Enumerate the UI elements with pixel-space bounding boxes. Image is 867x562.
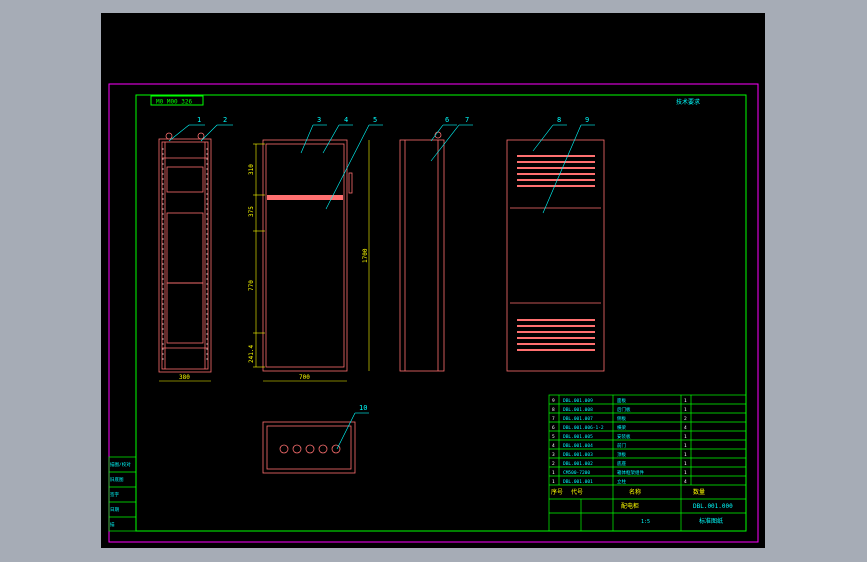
side-panel-view (399, 131, 445, 372)
title-drawing-no: DBL.001.000 (693, 503, 733, 510)
front-door-view (262, 139, 353, 372)
bom-cell-name: 安装板 (617, 433, 631, 440)
rear-vents-top (517, 155, 595, 187)
outer-frame (108, 83, 759, 543)
bom-cell-no: 2 (552, 461, 555, 467)
callout-9: 9 (585, 116, 589, 124)
left-strip-0: 描图/校对 (110, 461, 131, 468)
dim-seg4: 241.4 (248, 345, 255, 363)
bom-header-qty: 数量 (693, 488, 705, 496)
title-scale: 1:5 (641, 519, 650, 525)
callout-4: 4 (344, 116, 348, 124)
title-block-text: 配电柜 DBL.001.000 1:5 标准图纸 (621, 502, 733, 525)
bom-cell-qty: 1 (684, 461, 687, 467)
callout-labels: 1 2 3 4 5 6 7 8 9 10 (197, 116, 589, 412)
bom-cell-no: 1 (552, 470, 555, 476)
cad-drawing: M0 M00 326 技术要求 (108, 83, 759, 543)
bom-cell-no: 5 (552, 434, 555, 440)
frame-side-view (158, 132, 212, 373)
dim-door-width: 700 (299, 374, 310, 381)
callout-1: 1 (197, 116, 201, 124)
drawing-canvas[interactable]: M0 M00 326 技术要求 (101, 13, 765, 548)
dim-front-width: 380 (179, 374, 190, 381)
bom-cell-qty: 1 (684, 398, 687, 404)
top-view (262, 421, 356, 474)
bom-cell-code: DBL.001.008 (563, 407, 593, 413)
left-strip-labels: 描图/校对 旧底图 签字 日期 描 (110, 461, 131, 528)
title-company: 标准图纸 (699, 517, 723, 525)
top-label-box (150, 95, 204, 106)
bom-cell-qty: 2 (684, 416, 687, 422)
dim-total-height: 1700 (362, 248, 369, 263)
left-strip-4: 描 (110, 521, 115, 528)
bom-cell-name: 侧板 (617, 415, 626, 422)
bom-cell-code: DBL.001.007 (563, 416, 593, 422)
bom-cell-no: 9 (552, 398, 555, 404)
bom-cell-qty: 1 (684, 452, 687, 458)
left-strip-1: 旧底图 (110, 476, 124, 483)
bom-cell-qty: 4 (684, 425, 687, 431)
frame-side-dashes (162, 148, 208, 363)
bom-cell-name: 顶板 (617, 451, 626, 458)
corner-note: 技术要求 (676, 98, 700, 106)
top-label: M0 M00 326 (156, 99, 193, 106)
bom-cell-qty: 4 (684, 479, 687, 485)
callout-3: 3 (317, 116, 321, 124)
bom-cell-no: 8 (552, 407, 555, 413)
bom-cell-qty: 1 (684, 443, 687, 449)
bom-cell-qty: 1 (684, 407, 687, 413)
bom-cell-name: 后门板 (617, 406, 631, 413)
callout-10: 10 (359, 404, 367, 412)
callout-7: 7 (465, 116, 469, 124)
bom-cell-qty: 1 (684, 434, 687, 440)
bom-cell-code: DBL.001.009 (563, 398, 593, 404)
left-strip-3: 日期 (110, 507, 119, 513)
bom-cell-code: DBL.001.002 (563, 461, 593, 467)
rear-view (506, 139, 605, 372)
dim-seg2: 375 (248, 206, 255, 217)
bom-cell-name: 前门 (617, 442, 626, 449)
dim-seg3: 770 (248, 280, 255, 291)
dim-seg1: 310 (248, 164, 255, 175)
door-dim-lines (159, 140, 370, 382)
bom-cell-qty: 1 (684, 470, 687, 476)
bom-cell-name: 横梁 (617, 424, 626, 431)
bom-cell-no: 3 (552, 452, 555, 458)
bom-cell-no: 6 (552, 425, 555, 431)
bom-table (548, 394, 747, 532)
callout-leaders (168, 124, 595, 450)
rear-vents-bottom (517, 319, 595, 351)
inner-border (135, 94, 747, 532)
callout-5: 5 (373, 116, 377, 124)
bom-header-code: 代号 (571, 488, 583, 496)
bom-cell-name: 立柱 (617, 478, 626, 485)
bom-cell-no: 4 (552, 443, 555, 449)
bom-cell-code: DBL.001.005 (563, 434, 593, 440)
bom-cell-code: DBL.001.004 (563, 443, 593, 449)
bom-cell-no: 7 (552, 416, 555, 422)
callout-8: 8 (557, 116, 561, 124)
bom-cell-no: 1 (552, 479, 555, 485)
bom-header: 序号 代号 名称 数量 (551, 488, 705, 496)
bom-cell-code: DBL.001.003 (563, 452, 593, 458)
title-part-name: 配电柜 (621, 502, 639, 510)
bom-header-no: 序号 (551, 488, 563, 496)
bom-cell-code: DBL.001.001 (563, 479, 593, 485)
bom-cell-name: 箱体框架组件 (617, 469, 644, 476)
left-strip-2: 签字 (110, 491, 119, 498)
bom-cell-name: 面板 (617, 397, 626, 404)
callout-6: 6 (445, 116, 449, 124)
left-strip (108, 456, 137, 532)
bom-header-name: 名称 (629, 488, 641, 496)
bom-cell-code: DBL.001.006-1-2 (563, 425, 604, 431)
callout-2: 2 (223, 116, 227, 124)
bom-cell-code: CM500-7200 (563, 470, 590, 476)
bom-cell-name: 底座 (617, 460, 626, 467)
